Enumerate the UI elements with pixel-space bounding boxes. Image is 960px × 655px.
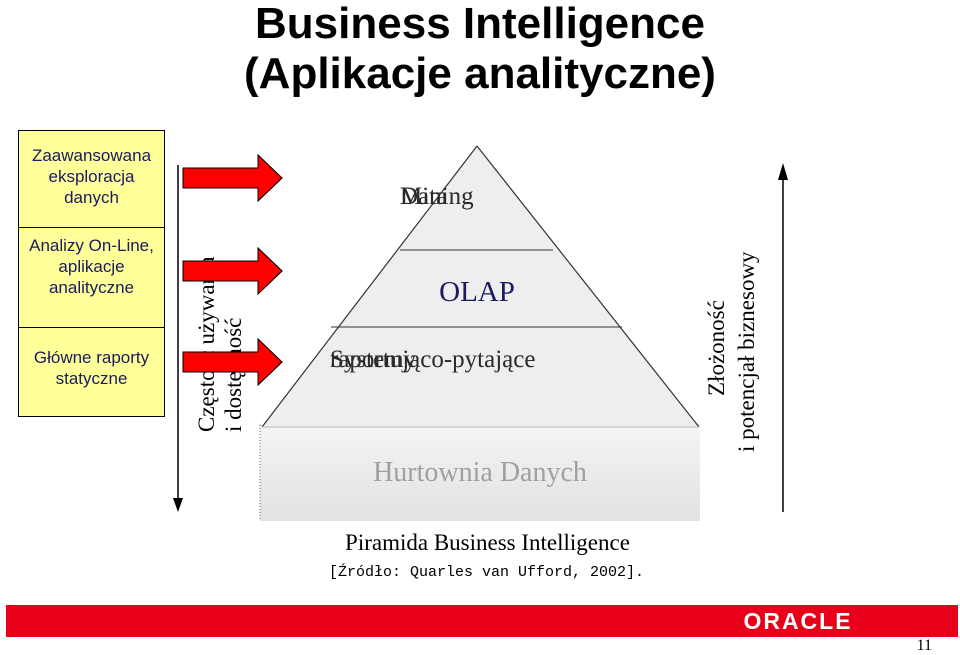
- analytics-levels-box: Zaawansowana eksploracja danych Analizy …: [18, 130, 165, 417]
- source-citation: [Źródło: Quarles van Ufford, 2002].: [329, 564, 645, 581]
- separator: [19, 227, 164, 228]
- olap-label: OLAP: [439, 276, 515, 308]
- business-potential-label: i potencjał biznesowy: [734, 251, 759, 452]
- diagram-caption: Piramida Business Intelligence: [345, 530, 630, 555]
- usage-frequency-axis: [173, 165, 183, 512]
- level-advanced-exploration: Zaawansowana eksploracja danych: [31, 146, 152, 207]
- usage-frequency-label: Częstość używania: [194, 256, 219, 432]
- availability-label: i dostępność: [221, 317, 246, 432]
- page-number: 11: [916, 637, 932, 654]
- data-warehouse-base: [260, 425, 700, 521]
- bi-pyramid: [262, 146, 699, 427]
- complexity-label: Złożoność: [704, 300, 729, 396]
- separator: [19, 327, 164, 328]
- data-warehouse-label: Hurtownia Danych: [373, 457, 587, 488]
- level-olap-applications: Analizy On-Line, aplikacje analityczne: [29, 236, 154, 297]
- oracle-logo: ORACLE: [743, 608, 853, 634]
- level-static-reports: Główne raporty statyczne: [33, 348, 150, 388]
- page-title: Business Intelligence: [255, 0, 705, 48]
- complexity-axis: [778, 163, 788, 512]
- footer-bar: [6, 605, 958, 637]
- red-arrow-icon: [182, 153, 283, 203]
- page-subtitle: (Aplikacje analityczne): [244, 49, 716, 98]
